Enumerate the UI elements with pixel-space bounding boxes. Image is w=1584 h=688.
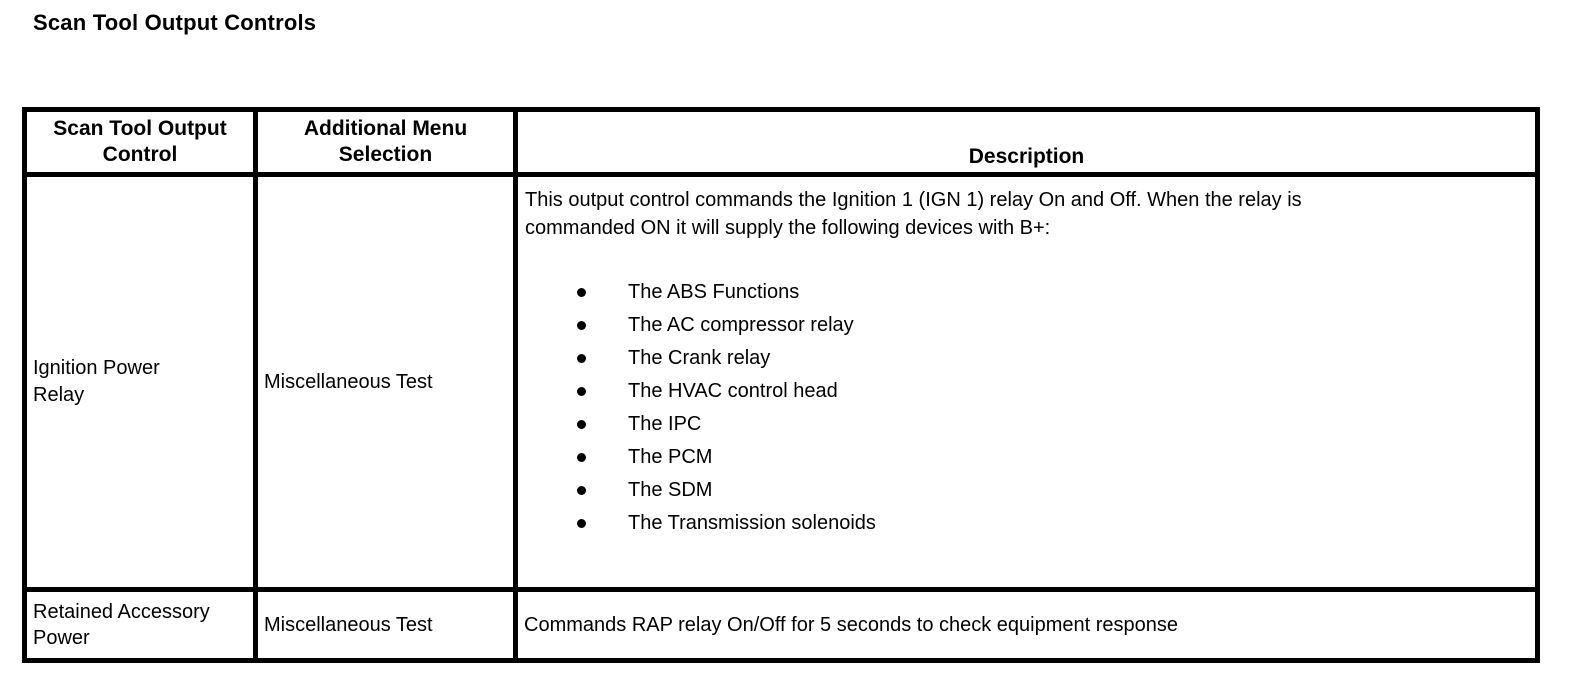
list-item: The ABS Functions <box>525 276 1525 309</box>
cell-description-row1: This output control commands the Ignitio… <box>518 177 1535 592</box>
list-item: The IPC <box>525 408 1525 441</box>
list-item: The HVAC control head <box>525 375 1525 408</box>
bullet-icon <box>577 321 586 330</box>
bullet-icon <box>577 453 586 462</box>
list-item-label: The Crank relay <box>628 347 771 369</box>
list-item-label: The AC compressor relay <box>628 314 854 336</box>
cell-description-row2: Commands RAP relay On/Off for 5 seconds … <box>518 592 1535 658</box>
header-additional-menu-selection: Additional Menu Selection <box>258 112 518 177</box>
bullet-icon <box>577 486 586 495</box>
list-item: The PCM <box>525 441 1525 474</box>
description-intro: This output control commands the Ignitio… <box>525 189 1302 239</box>
header-description: Description <box>518 112 1535 177</box>
list-item: The AC compressor relay <box>525 309 1525 342</box>
header-scan-tool-output-control: Scan Tool Output Control <box>27 112 258 177</box>
bullet-icon <box>577 354 586 363</box>
cell-menu-row1: Miscellaneous Test <box>258 177 518 592</box>
page-title: Scan Tool Output Controls <box>33 10 317 35</box>
list-item-label: The HVAC control head <box>628 380 838 402</box>
bullet-icon <box>577 288 586 297</box>
list-item-label: The IPC <box>628 413 702 435</box>
list-item-label: The Transmission solenoids <box>628 512 876 534</box>
list-item-label: The SDM <box>628 479 713 501</box>
list-item: The Transmission solenoids <box>525 507 1525 540</box>
bullet-icon <box>577 420 586 429</box>
device-bullet-list: The ABS Functions The AC compressor rela… <box>525 276 1525 540</box>
list-item-label: The ABS Functions <box>628 281 800 303</box>
list-item: The SDM <box>525 474 1525 507</box>
cell-control-ignition-power-relay: Ignition Power Relay <box>27 177 258 592</box>
bullet-icon <box>577 387 586 396</box>
list-item: The Crank relay <box>525 342 1525 375</box>
bullet-icon <box>577 519 586 528</box>
scan-tool-output-table: Scan Tool Output Control Additional Menu… <box>22 107 1540 663</box>
cell-menu-row2: Miscellaneous Test <box>258 592 518 658</box>
cell-control-retained-accessory-power: Retained Accessory Power <box>27 592 258 658</box>
list-item-label: The PCM <box>628 446 713 468</box>
